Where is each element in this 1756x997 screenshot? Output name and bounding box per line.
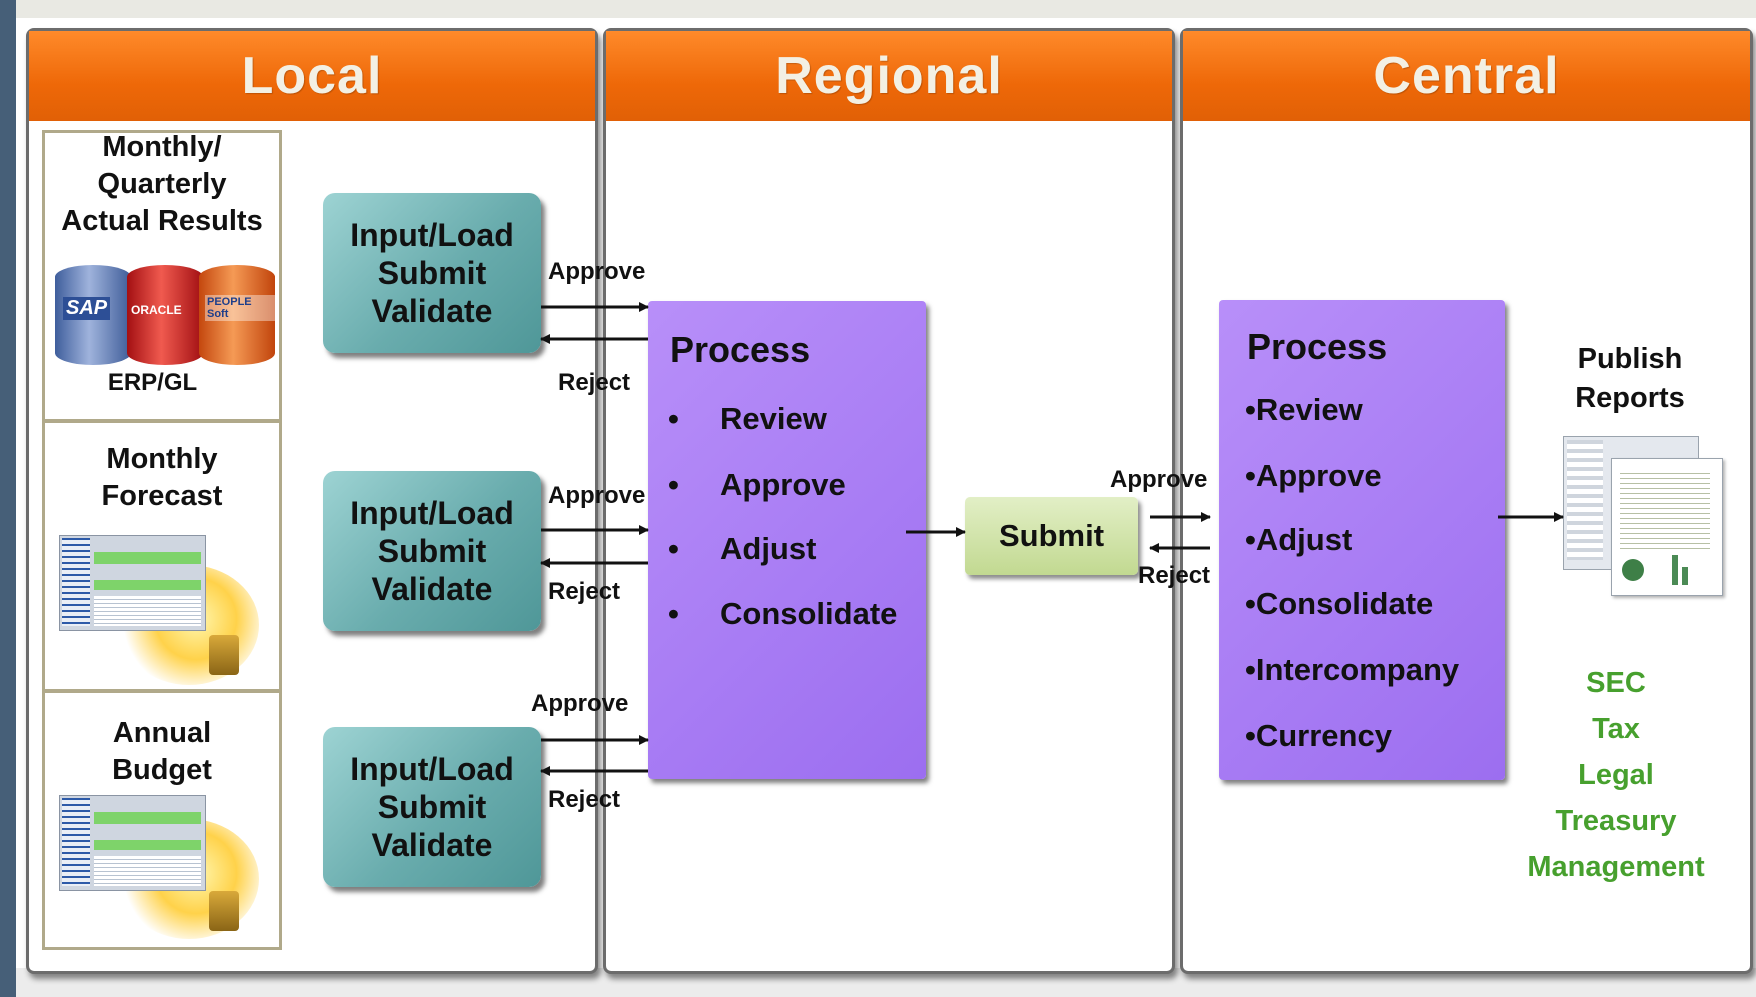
regional-process-item: •Approve [668, 467, 846, 502]
budget-spreadsheet-icon [59, 795, 281, 945]
submit-box: Submit [965, 497, 1138, 575]
regional-process-title: Process [670, 329, 811, 370]
oracle-database-icon: ORACLE [127, 265, 203, 365]
report-document-icon [1563, 436, 1723, 596]
top-strip [0, 0, 1756, 18]
central-process-item: •Review [1245, 392, 1363, 427]
source-budget-title: Annual Budget [112, 717, 212, 786]
central-process-item: •Consolidate [1245, 586, 1434, 621]
output-legal: Legal [1578, 759, 1654, 791]
approve-label: Approve [548, 482, 646, 509]
lightbulb-base-icon [209, 891, 239, 931]
reject-label: Reject [548, 786, 621, 813]
spreadsheet-window [59, 535, 206, 631]
output-sec: SEC [1586, 667, 1646, 699]
forecast-spreadsheet-icon [59, 535, 281, 685]
left-edge-bar [0, 0, 16, 997]
source-actual-results: Monthly/ Quarterly Actual Results SAP OR… [42, 130, 282, 422]
lightbulb-base-icon [209, 635, 239, 675]
central-process-box: Process •Review •Approve •Adjust •Consol… [1219, 300, 1505, 780]
source-monthly-forecast: Monthly Forecast [42, 420, 282, 692]
central-process-title: Process [1247, 326, 1388, 367]
output-tax: Tax [1592, 713, 1640, 745]
regional-process-item: •Review [668, 401, 827, 436]
peoplesoft-database-icon: PEOPLE Soft [199, 265, 275, 365]
output-management: Management [1527, 851, 1705, 883]
approve-label: Approve [531, 690, 629, 717]
central-process-item: •Currency [1245, 718, 1392, 753]
central-process-item: •Intercompany [1245, 652, 1460, 687]
regional-process-box: Process •Review •Approve •Adjust •Consol… [648, 301, 926, 779]
panel-central-header: Central [1183, 31, 1750, 121]
central-process-item: •Adjust [1245, 522, 1353, 557]
report-outputs: SEC Tax Legal Treasury Management [1506, 660, 1726, 890]
reject-label: Reject [548, 578, 621, 605]
approve-label: Approve [548, 258, 646, 285]
panel-local-header: Local [29, 31, 595, 121]
source-actual-results-title: Monthly/ Quarterly Actual Results [61, 131, 263, 237]
regional-process-item: •Adjust [668, 531, 817, 566]
erp-gl-caption: ERP/GL [107, 369, 198, 396]
panel-regional-header: Regional [606, 31, 1172, 121]
sap-database-icon: SAP [55, 265, 131, 365]
output-treasury: Treasury [1555, 805, 1677, 837]
erp-database-icons: SAP ORACLE PEOPLE Soft [55, 261, 275, 371]
reject-label: Reject [558, 369, 631, 396]
spreadsheet-window [59, 795, 206, 891]
approve-label: Approve [1110, 466, 1208, 493]
regional-process-item: •Consolidate [668, 596, 898, 631]
source-forecast-title: Monthly Forecast [101, 443, 223, 512]
reject-label: Reject [1138, 562, 1211, 589]
source-annual-budget: Annual Budget [42, 690, 282, 950]
publish-reports-title: Publish Reports [1575, 343, 1685, 414]
central-process-item: •Approve [1245, 458, 1382, 493]
